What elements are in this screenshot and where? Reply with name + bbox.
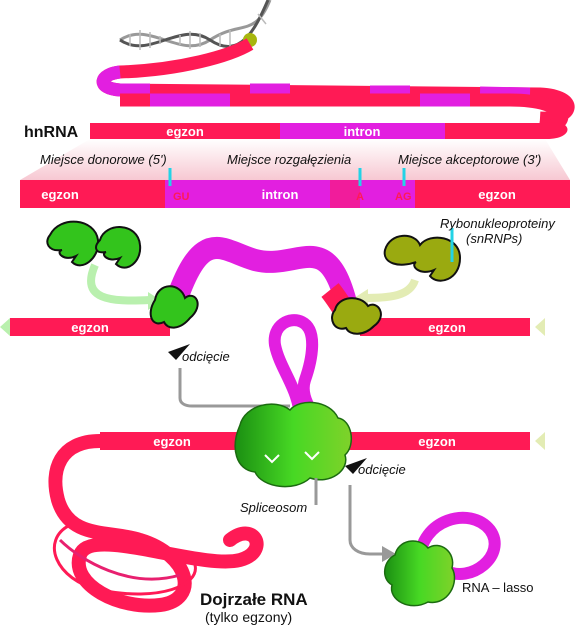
mature-rna: Dojrzałe RNA (tylko egzony) [48, 434, 308, 625]
arch-stage: egzon egzon [0, 236, 545, 336]
transcript-ribbon [96, 38, 575, 135]
expanded-band: egzon intron egzon GU A AG [20, 168, 570, 208]
rna-lasso: RNA – lasso [384, 511, 534, 607]
green-arrow [87, 263, 151, 305]
cut-top: odcięcie [168, 344, 290, 408]
olive-arrow [364, 278, 419, 302]
mature-rna-title: Dojrzałe RNA [200, 590, 308, 609]
top-intron-label: intron [344, 124, 381, 139]
band-intron-label: intron [262, 187, 299, 202]
band-exon-left-label: egzon [41, 187, 79, 202]
spliceosome-stage: egzon egzon Spliceosom [100, 314, 545, 515]
mid-exon-right-label: egzon [428, 320, 466, 335]
branch-site-label: Miejsce rozgałęzienia [227, 152, 351, 167]
hnrna-label: hnRNA [24, 124, 79, 141]
spliceosome-label: Spliceosom [240, 500, 307, 515]
dna-helix [119, 0, 272, 50]
mature-rna-subtitle: (tylko egzony) [205, 609, 292, 625]
gu-label: GU [173, 191, 190, 203]
low-exon-right-label: egzon [418, 434, 456, 449]
cut-bottom-label: odcięcie [358, 462, 406, 477]
ag-label: AG [395, 191, 412, 203]
lasso-label: RNA – lasso [462, 580, 534, 595]
cut-top-label: odcięcie [182, 349, 230, 364]
acceptor-site-label: Miejsce akceptorowe (3') [398, 152, 541, 167]
snrnp-olive [383, 234, 462, 282]
top-exon-label: egzon [166, 124, 204, 139]
hnrna-strand: hnRNA egzon intron [24, 122, 568, 141]
snrnp-abbr: (snRNPs) [466, 231, 522, 246]
snrnp-title: Rybonukleoproteiny [440, 216, 556, 231]
snrnp-green-pair [46, 220, 142, 269]
mid-exon-left-label: egzon [71, 320, 109, 335]
band-exon-right-label: egzon [478, 187, 516, 202]
a-label: A [356, 191, 364, 203]
low-exon-left-label: egzon [153, 434, 191, 449]
cut-top-arrowhead [168, 344, 190, 360]
cut-bottom-arrowhead [345, 458, 367, 474]
spliceosome-blob [234, 401, 353, 488]
cut-bottom: odcięcie [345, 458, 406, 562]
donor-site-label: Miejsce donorowe (5') [40, 152, 167, 167]
zoom-fan [20, 139, 570, 180]
